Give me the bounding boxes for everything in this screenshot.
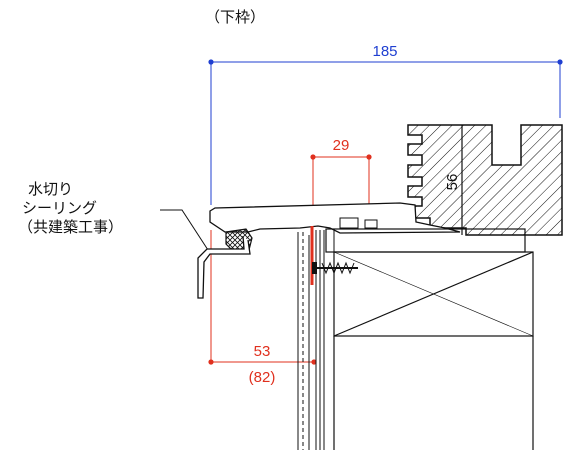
screw (312, 261, 358, 275)
callout: 水切り シーリング （共建築工事） (18, 180, 209, 251)
inner-width-value: 29 (333, 137, 350, 154)
inner-width-dimension: 29 (310, 137, 372, 215)
callout-line-1: 水切り (28, 180, 73, 198)
offset-value: 53 (254, 343, 271, 360)
leader-line (160, 209, 209, 251)
overall-width-dimension: 185 (208, 43, 563, 205)
drawing-title: （下枠） (205, 8, 265, 26)
flashing (197, 235, 251, 299)
sill-chamber (339, 217, 359, 229)
overall-width-value: 185 (372, 43, 397, 60)
callout-line-2: シーリング (22, 199, 97, 217)
sill-chamber-2 (364, 219, 378, 229)
frame-depth-value: 56 (444, 174, 461, 191)
wall-block (325, 228, 534, 450)
callout-line-3: （共建築工事） (18, 218, 123, 236)
offset-alt-value: (82) (249, 369, 276, 386)
wood-frame-profile (407, 124, 563, 236)
